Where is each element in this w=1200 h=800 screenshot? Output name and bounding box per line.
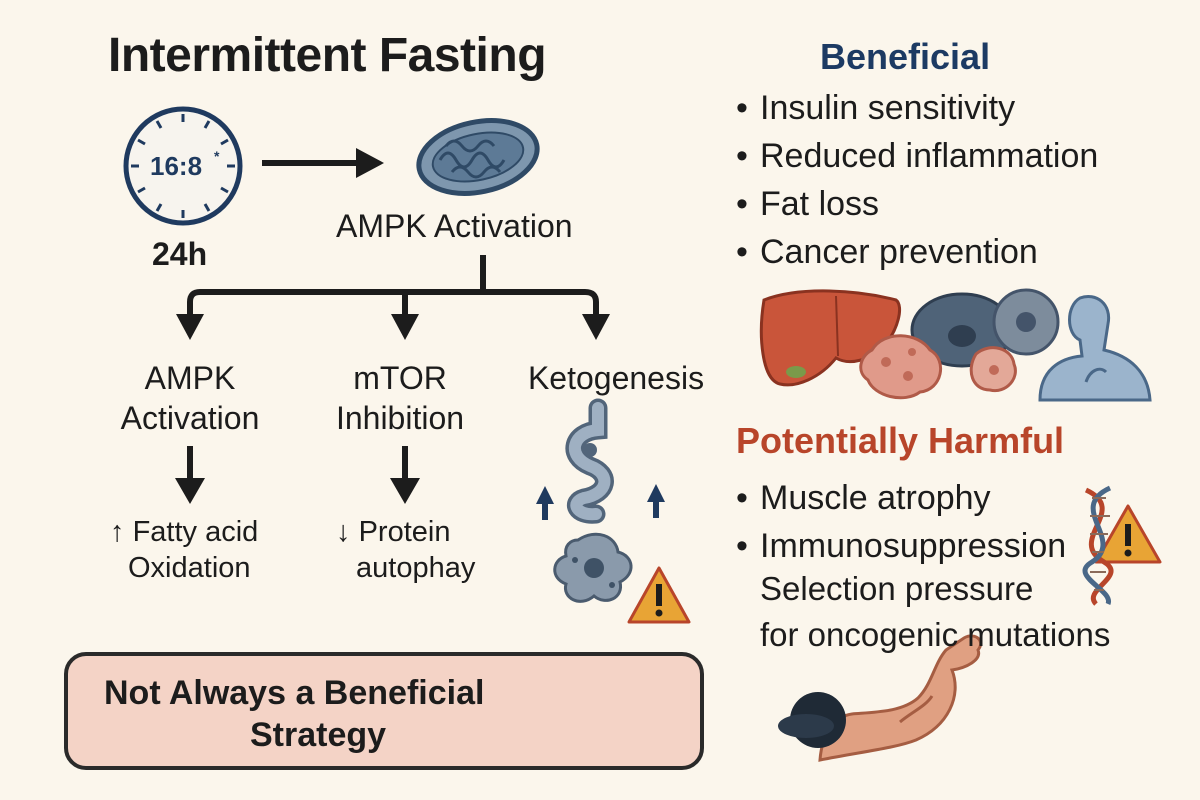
human-body-icon bbox=[1038, 295, 1152, 402]
warning-icon-harmful bbox=[1094, 504, 1162, 564]
branch-connectors bbox=[187, 255, 599, 318]
muscle-arm-icon bbox=[778, 634, 983, 762]
ampk-activation-node: AMPK Activation bbox=[336, 208, 573, 244]
arrow-down-icon: ↓ bbox=[336, 516, 351, 548]
intestine-icon bbox=[565, 398, 614, 524]
arrow-up-icon: ↑ bbox=[110, 516, 125, 548]
branch-line: Activation bbox=[120, 400, 260, 436]
effect-protein: ↓ Protein autophay bbox=[336, 514, 475, 586]
branch-ampk: AMPK Activation bbox=[100, 358, 280, 438]
mitochondrion-icon bbox=[416, 118, 540, 196]
branch-line: mTOR bbox=[353, 360, 447, 396]
branch-arrowheads bbox=[176, 314, 610, 340]
effect-line: Fatty acid bbox=[132, 516, 259, 548]
clock-icon bbox=[123, 106, 243, 226]
callout-text: Not Always a Beneficial Strategy bbox=[104, 672, 604, 756]
cancer-cell-icon bbox=[553, 532, 633, 603]
branch-ketogenesis: Ketogenesis bbox=[506, 358, 726, 398]
list-item: Fat loss bbox=[736, 180, 1098, 228]
list-item: Reduced inflammation bbox=[736, 132, 1098, 180]
branch-line: Ketogenesis bbox=[527, 360, 705, 396]
warning-icon bbox=[627, 566, 691, 624]
effect-fatty-acid: ↑ Fatty acid Oxidation bbox=[110, 514, 258, 586]
effect-line: autophay bbox=[356, 552, 476, 584]
arrow-down-1 bbox=[175, 446, 205, 504]
harmful-list: Muscle atrophy Immunosuppression bbox=[736, 474, 1066, 570]
up-arrow-left-icon bbox=[536, 486, 554, 520]
dna-icon bbox=[1082, 485, 1114, 606]
branch-mtor: mTOR Inhibition bbox=[310, 358, 490, 438]
up-arrow-right-icon bbox=[647, 484, 665, 518]
callout-line: Not Always a Beneficial bbox=[104, 674, 485, 712]
arrow-right bbox=[262, 148, 384, 178]
branch-line: AMPK bbox=[144, 360, 236, 396]
hours-label: 24h bbox=[152, 236, 208, 272]
callout-line: Strategy bbox=[250, 716, 387, 754]
effect-line: Protein bbox=[358, 516, 451, 548]
beneficial-list: Insulin sensitivity Reduced inflammation… bbox=[736, 84, 1098, 276]
harmful-extra-line: for oncogenic mutations bbox=[760, 616, 1111, 653]
list-item: Immunosuppression bbox=[736, 522, 1066, 570]
diagram-title: Intermittent Fasting bbox=[108, 29, 547, 82]
beneficial-heading: Beneficial bbox=[820, 36, 991, 77]
callout-box bbox=[64, 652, 704, 770]
arrow-down-2 bbox=[390, 446, 420, 504]
effect-line: Oxidation bbox=[128, 552, 251, 584]
harmful-extra-line: Selection pressure bbox=[760, 570, 1034, 607]
harmful-heading: Potentially Harmful bbox=[736, 420, 1065, 461]
list-item: Insulin sensitivity bbox=[736, 84, 1098, 132]
clock-marker: * bbox=[214, 148, 220, 164]
clock-time-label: 16:8 bbox=[150, 151, 203, 181]
list-item: Muscle atrophy bbox=[736, 474, 1066, 522]
tumor-cells-icon bbox=[859, 288, 1060, 400]
branch-line: Inhibition bbox=[335, 400, 465, 436]
list-item: Cancer prevention bbox=[736, 228, 1098, 276]
